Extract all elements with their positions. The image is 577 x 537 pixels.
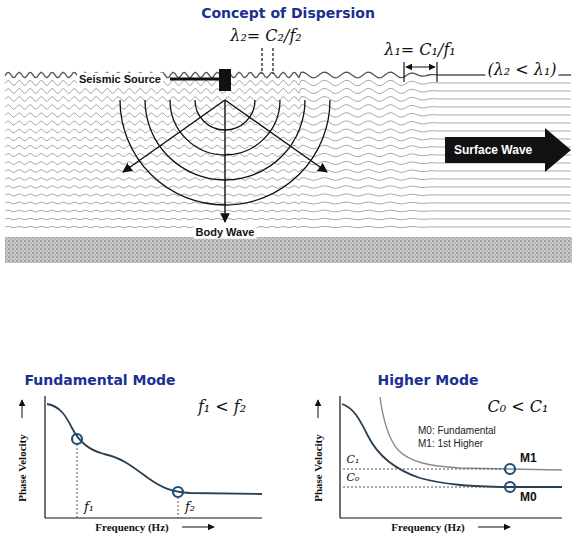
wavelength-marker [403,62,404,82]
formula: λ₂= C₂/f₂ [228,27,303,45]
tick-label: f₂ [185,500,195,515]
axis-value: C₁ [347,454,360,467]
soil-layer-line [5,186,571,188]
arrow-outline [445,128,571,172]
soil-layer-line [5,170,571,173]
guide-line [178,497,179,518]
mode-label: M0 [520,491,537,505]
tick-label: f₁ [84,500,94,515]
soil-layer-line [5,105,571,110]
mode-label: M1 [520,452,537,466]
axis-arrow [22,400,23,418]
soil-layer-line [5,202,571,204]
axis-label: Frequency (Hz) [94,521,169,534]
bedrock-band [5,237,572,263]
formula: (λ₂ < λ₁) [485,61,558,79]
guide-line [77,444,78,518]
soil-layers [5,72,571,227]
relation: C₀ < C₁ [486,398,551,416]
wavelength-marker [436,62,437,82]
dispersion-curve [47,404,262,494]
soil-layer-line [5,194,571,196]
legend-note: M0: Fundamental [418,425,496,437]
wavelength-marker [272,48,273,74]
soil-layer-line [5,113,571,117]
guide-line [343,469,504,470]
x-axis [340,517,562,518]
body-wave-arrow [225,100,327,172]
chart-title: Higher Mode [378,372,479,388]
soil-layer-line [5,178,571,181]
soil-layer-line [5,97,571,102]
axis-arrow [182,527,214,528]
soil-layer-line [5,129,571,133]
axis-label: Phase Velocity [16,433,29,503]
body-wave-arrow [224,100,225,222]
point-marker [505,464,515,474]
guide-line [343,487,504,488]
chart-title: Fundamental Mode [24,372,175,388]
wavelength-marker [261,48,262,74]
diagram-title: Concept of Dispersion [201,5,375,21]
body-wave-arrow [123,100,225,172]
source-label: Seismic Source [77,73,163,86]
axis-arrow [318,400,319,418]
x-axis [45,517,262,518]
formula: λ₁= C₁/f₁ [382,41,457,59]
wave-label: Body Wave [194,226,257,239]
wavelength-arrow [406,67,435,68]
soil-layer-line [5,88,571,93]
point-marker [505,482,515,492]
axis-value: C₀ [347,472,360,485]
hammer-handle [170,78,219,81]
axis-label: Frequency (Hz) [390,521,465,534]
point-marker [72,434,82,444]
point-marker [173,487,183,497]
higher-mode-curve [380,397,562,470]
hammer-head [219,69,231,91]
fundamental-curve [342,404,562,487]
axis-arrow [478,527,510,528]
soil-layer-line [5,121,571,125]
soil-layer-line [5,218,571,219]
soil-layer-line [5,226,571,227]
relation: f₁ < f₂ [196,398,248,416]
y-axis [44,396,45,518]
arrow-box: Surface Wave [445,128,571,172]
axis-label: Phase Velocity [312,433,325,503]
legend-note: M1: 1st Higher [418,438,483,450]
soil-layer-line [5,210,571,212]
arrow-text: Surface Wave [454,128,532,172]
y-axis [339,396,340,518]
